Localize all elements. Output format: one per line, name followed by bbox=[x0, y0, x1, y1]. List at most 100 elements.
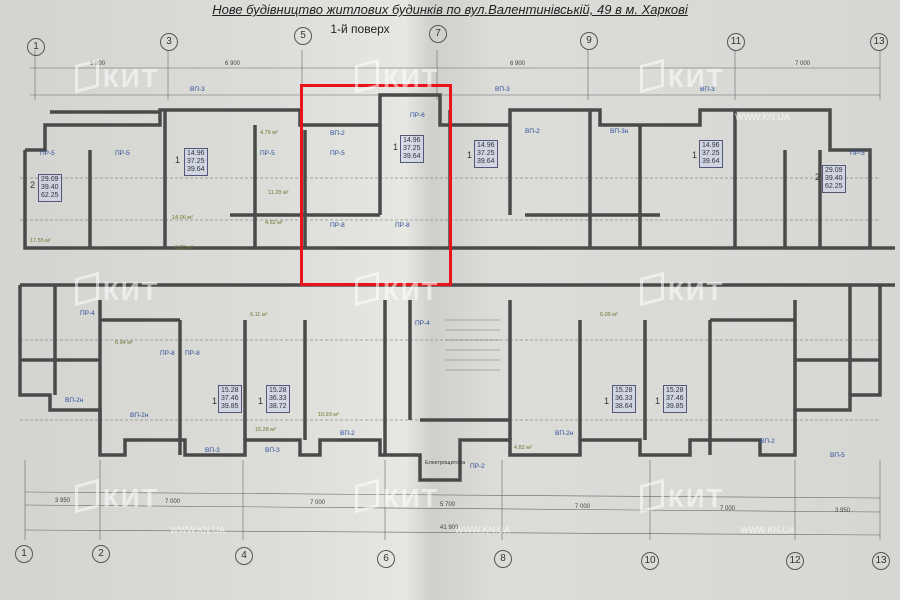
opening-label: ВП-3н bbox=[610, 128, 629, 135]
gross-area: 39.64 bbox=[702, 158, 720, 165]
opening-label: ВП-3 bbox=[495, 86, 510, 93]
watermark-url: WWW.KN.UA bbox=[735, 112, 790, 122]
highlighted-apartment-frame[interactable] bbox=[300, 84, 452, 286]
room-area: 4.79 м² bbox=[260, 130, 278, 136]
total-area: 36.33 bbox=[615, 395, 633, 402]
dimension-top: 7 000 bbox=[795, 61, 811, 67]
gross-area: 39.85 bbox=[666, 403, 684, 410]
plan-title: Нове будівництво житлових будинків по ву… bbox=[212, 2, 688, 17]
gross-area: 39.64 bbox=[477, 158, 495, 165]
opening-label: ПР-5 bbox=[115, 150, 130, 157]
living-area: 15.28 bbox=[615, 387, 633, 394]
dimension-bottom: 7 000 bbox=[720, 506, 736, 512]
total-area: 37.46 bbox=[666, 395, 684, 402]
dimension-top: 6 900 bbox=[510, 61, 526, 67]
watermark-logo: КИТ bbox=[355, 275, 439, 307]
gross-area: 38.72 bbox=[269, 403, 287, 410]
opening-label: ВП-2 bbox=[330, 130, 345, 137]
opening-label: ВП-5 bbox=[830, 452, 845, 459]
total-area: 36.33 bbox=[269, 395, 287, 402]
gross-area: 38.64 bbox=[615, 403, 633, 410]
opening-label: ПР-5 bbox=[850, 150, 865, 157]
opening-label: ВП-2н bbox=[555, 430, 574, 437]
opening-label: ВП-3 bbox=[205, 447, 220, 454]
watermark-logo: КИТ bbox=[75, 275, 159, 307]
opening-label: ВП-2н bbox=[65, 397, 84, 404]
opening-label: ПР-2 bbox=[470, 463, 485, 470]
walls bbox=[18, 93, 895, 482]
room-area: 17.55 м² bbox=[30, 238, 51, 244]
axis-marker-top: 5 bbox=[294, 27, 312, 45]
total-area: 37.25 bbox=[477, 150, 495, 157]
dimension-top: 6 900 bbox=[225, 61, 241, 67]
room-count: 2 bbox=[30, 180, 36, 190]
dimension-total: 41 900 bbox=[440, 525, 459, 531]
axis-marker-bottom: 4 bbox=[235, 547, 253, 565]
opening-label: ПР-8 bbox=[160, 350, 175, 357]
axis-marker-top: 7 bbox=[429, 25, 447, 43]
opening-label: ПР-4 bbox=[80, 310, 95, 317]
room-count: 1 bbox=[655, 396, 661, 406]
room-area: 6.11 м² bbox=[250, 312, 268, 318]
dimension-bottom: 5 700 bbox=[440, 502, 456, 508]
gross-area: 62.25 bbox=[41, 192, 59, 199]
opening-label: ПР-5 bbox=[330, 150, 345, 157]
room-area: 10.93 м² bbox=[318, 412, 339, 418]
watermark-logo: КИТ bbox=[640, 482, 724, 514]
service-room-label: Електрощитова bbox=[425, 460, 466, 466]
axis-marker-top: 1 bbox=[27, 38, 45, 56]
opening-label: ПР-8 bbox=[185, 350, 200, 357]
dimension-bottom: 7 000 bbox=[165, 499, 181, 505]
living-area: 14.96 bbox=[702, 142, 720, 149]
floor-label: 1-й поверх bbox=[330, 22, 390, 36]
dimension-bottom: 3 950 bbox=[835, 508, 851, 514]
watermark-logo: КИТ bbox=[75, 62, 159, 94]
room-area: 15.28 м² bbox=[255, 427, 276, 433]
total-area: 37.25 bbox=[187, 158, 205, 165]
stair-flights bbox=[445, 319, 500, 371]
room-count: 1 bbox=[212, 396, 218, 406]
total-area: 39.40 bbox=[825, 175, 843, 182]
room-count: 2 bbox=[815, 172, 821, 182]
gross-area: 39.85 bbox=[221, 403, 239, 410]
axis-marker-top: 11 bbox=[727, 33, 745, 51]
opening-label: ПР-5 bbox=[260, 150, 275, 157]
opening-label: ВП-3 bbox=[265, 447, 280, 454]
room-area: 6.94 м² bbox=[115, 340, 133, 346]
gross-area: 62.25 bbox=[825, 183, 843, 190]
axis-marker-bottom: 8 bbox=[494, 550, 512, 568]
watermark-url: WWW.KN.UA bbox=[740, 525, 795, 535]
living-area: 14.96 bbox=[187, 150, 205, 157]
watermark-logo: КИТ bbox=[640, 275, 724, 307]
axis-marker-bottom: 6 bbox=[377, 550, 395, 568]
gross-area: 39.64 bbox=[403, 153, 421, 160]
room-area: 6.83 м² bbox=[175, 245, 193, 251]
axis-marker-bottom: 10 bbox=[641, 552, 659, 570]
axis-marker-bottom: 12 bbox=[786, 552, 804, 570]
room-count: 1 bbox=[692, 150, 698, 160]
axis-marker-top: 9 bbox=[580, 32, 598, 50]
opening-label: ВП-2н bbox=[130, 412, 149, 419]
living-area: 15.28 bbox=[666, 387, 684, 394]
watermark-logo: КИТ bbox=[355, 482, 439, 514]
watermark-logo: КИТ bbox=[355, 62, 439, 94]
living-area: 14.96 bbox=[403, 137, 421, 144]
opening-label: ВП-2 bbox=[340, 430, 355, 437]
opening-label: ПР-8 bbox=[330, 222, 345, 229]
living-area: 15.28 bbox=[269, 387, 287, 394]
room-count: 1 bbox=[467, 150, 473, 160]
living-area: 29.09 bbox=[825, 167, 843, 174]
opening-label: ВП-3 bbox=[190, 86, 205, 93]
axis-marker-bottom: 2 bbox=[92, 545, 110, 563]
